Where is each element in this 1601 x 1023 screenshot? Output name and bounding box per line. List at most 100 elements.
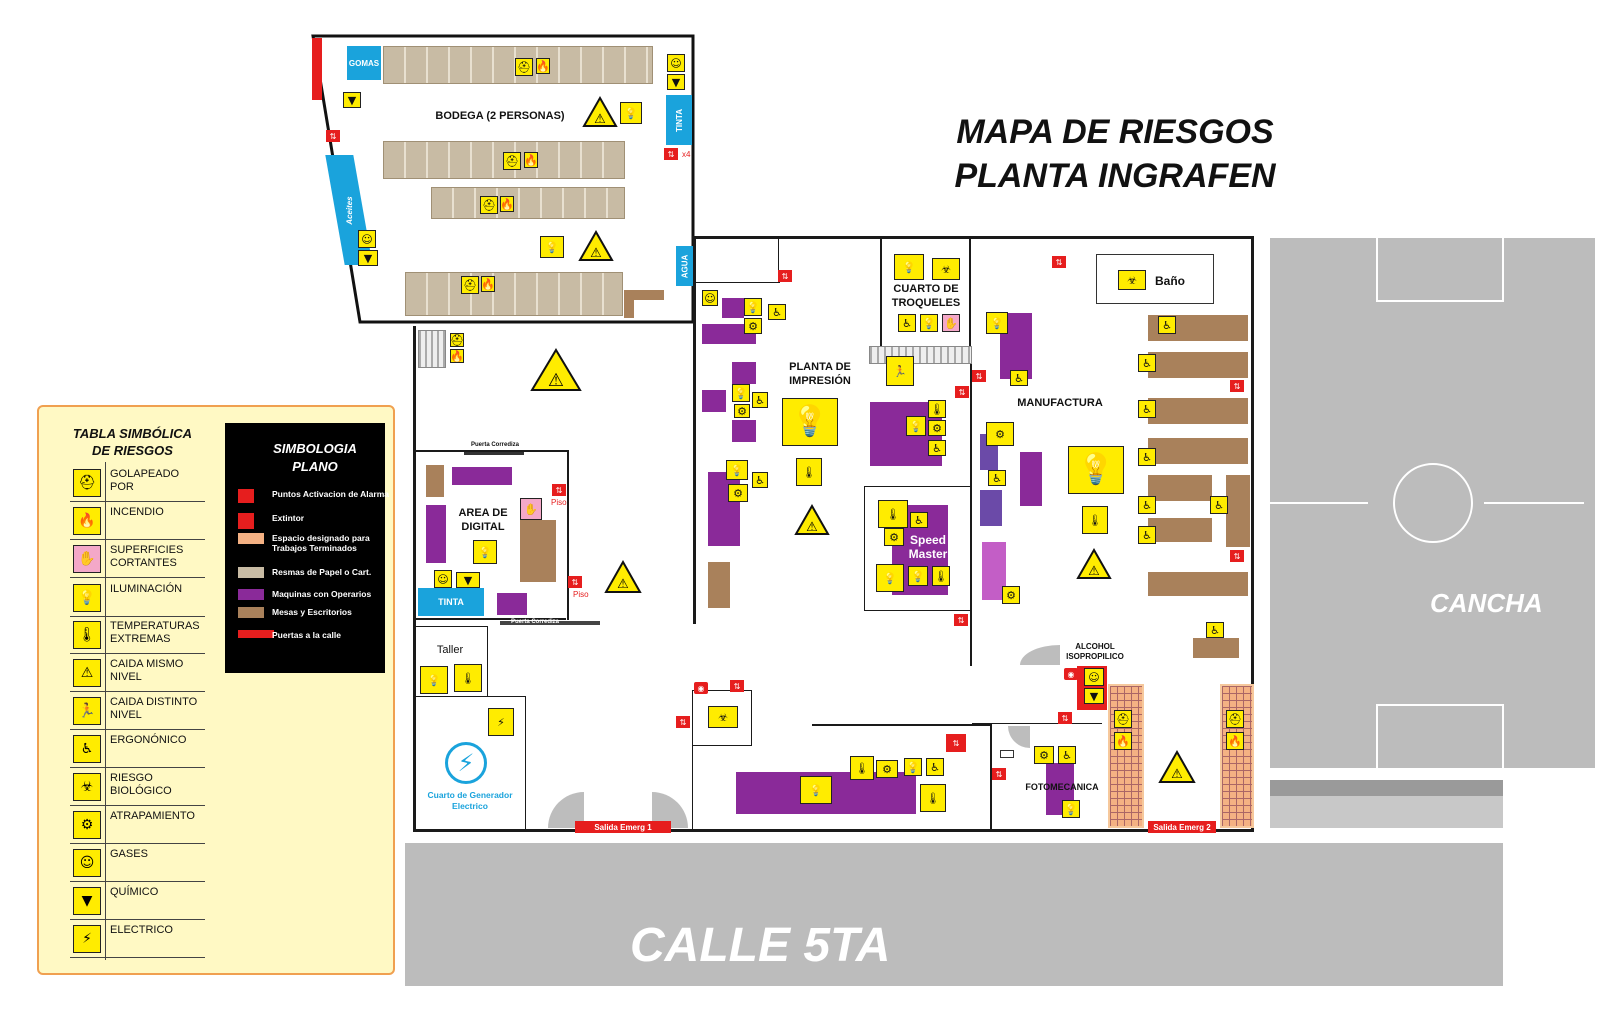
- impresion-machine-3: [732, 362, 756, 384]
- extinguisher-icon: ⇅: [326, 130, 340, 142]
- thermometer-icon: 🌡: [928, 400, 946, 418]
- extinguisher-icon: ⇅: [992, 768, 1006, 780]
- door-arc-3: [1020, 645, 1060, 665]
- helmet-icon: ⛑: [480, 196, 498, 214]
- sliding-door-label-2: Puerta Corrediza: [510, 619, 559, 625]
- ergonomic-icon: ♿: [1010, 370, 1028, 386]
- svg-text:⚠: ⚠: [1171, 767, 1183, 782]
- lightbulb-icon: 💡: [540, 236, 564, 258]
- fire-icon: 🔥: [500, 196, 514, 212]
- gas-mask-icon: ☺: [667, 54, 685, 72]
- extinguisher-icon: ⇅: [1230, 550, 1244, 562]
- planta-impresion-label: PLANTA DE IMPRESIÓN: [789, 361, 851, 387]
- extinguisher-icon: ⇅: [1052, 256, 1066, 268]
- extinguisher-icon: ⇅: [955, 386, 969, 398]
- plan-symbol-label: Resmas de Papel o Cart.: [272, 567, 372, 577]
- manufactura-desk-2: [1148, 352, 1248, 378]
- risk-table-row: ⚠CAIDA MISMO NIVEL: [70, 655, 205, 692]
- impresion-top-box: [696, 282, 780, 283]
- thermometer-icon: 🌡: [850, 756, 874, 780]
- slip-icon: ⚠: [1076, 548, 1112, 579]
- svg-text:⚠: ⚠: [806, 520, 818, 535]
- emergency-exit-2-label: Salida Emerg 2: [1153, 822, 1211, 832]
- alarm-icon: [238, 489, 254, 503]
- slip-icon: ⚠: [604, 560, 642, 593]
- biohazard-icon: ☣: [932, 258, 960, 280]
- slip-icon: ⚠: [794, 504, 830, 535]
- tinta-zone-bodega-label: TINTA: [674, 108, 684, 132]
- risk-table-label: GASES: [110, 848, 148, 860]
- extinguisher-icon: ⇅: [730, 680, 744, 692]
- impresion-machine-2: [722, 298, 744, 318]
- manufactura-desk-9: [1193, 638, 1239, 658]
- aceites-zone-label: Aceites: [344, 195, 354, 225]
- agua-zone-label: AGUA: [680, 254, 690, 278]
- plan-symbol-label: Espacio designado para Trabajos Terminad…: [272, 533, 370, 553]
- svg-text:⚠: ⚠: [548, 370, 564, 391]
- lightning-icon: ⚡: [73, 925, 101, 953]
- risk-table-divider: [105, 462, 106, 960]
- lightbulb-icon: 💡: [906, 416, 926, 436]
- manufactura-desk-7: [1148, 518, 1212, 542]
- bodega-desk-2: [624, 290, 634, 318]
- plant-wall-right: [1251, 236, 1254, 832]
- gears-icon: ⚙: [876, 760, 898, 778]
- desk-swatch: [238, 607, 264, 618]
- fire-icon: 🔥: [524, 152, 538, 168]
- slip-icon: ⚠: [578, 230, 614, 261]
- foto-desk: [1000, 750, 1014, 758]
- paper-shelf-4: [405, 272, 623, 316]
- slip-icon: ⚠: [530, 348, 582, 391]
- lightbulb-icon: 💡: [876, 564, 904, 592]
- bio-room-box: [692, 690, 752, 691]
- manufactura-label: MANUFACTURA: [1017, 397, 1103, 409]
- impresion-desk-1: [708, 562, 730, 608]
- lightbulb-icon: 💡: [986, 312, 1008, 334]
- gas-mask-icon: ☺: [1084, 668, 1104, 686]
- impresion-machine-1: [702, 324, 756, 344]
- emergency-exit-1-label: Salida Emerg 1: [594, 822, 652, 832]
- ergonomic-icon: ♿: [910, 512, 928, 528]
- taller-wall: [416, 626, 488, 627]
- risk-table-row: ⛑GOLAPEADO POR: [70, 465, 205, 502]
- cancha-label: CANCHA: [1430, 588, 1543, 618]
- gears-icon: ⚙: [1034, 746, 1054, 764]
- risk-table-row: ☣RIESGO BIOLÓGICO: [70, 769, 205, 806]
- digital-wall-right: [567, 450, 569, 620]
- risk-table-label: SUPERFICIES CORTANTES: [110, 544, 184, 569]
- manufactura-desk-6: [1226, 475, 1250, 547]
- lightbulb-icon: 💡: [744, 298, 762, 316]
- speed-master-box-left: [864, 486, 865, 611]
- manufactura-desk-4: [1148, 438, 1248, 464]
- bio-room-box-bottom: [692, 745, 752, 746]
- cut-hand-icon: ✋: [73, 545, 101, 573]
- plan-symbol-label: Extintor: [272, 513, 305, 523]
- helmet-icon: ⛑: [1114, 710, 1132, 728]
- risk-table-label: ERGONÓNICO: [110, 734, 187, 746]
- impresion-machine-4: [702, 390, 726, 412]
- gas-mask-icon: ☺: [434, 570, 452, 588]
- svg-text:⚠: ⚠: [594, 112, 606, 127]
- ergonomic-icon: ♿: [1158, 316, 1176, 334]
- risk-table-row: 🌡TEMPERATURAS EXTREMAS: [70, 617, 205, 654]
- risk-table-row: ⚙ATRAPAMIENTO: [70, 807, 205, 844]
- gears-icon: ⚙: [884, 528, 904, 546]
- digital-wall-bottom: [416, 618, 566, 620]
- taller-wall-bottom: [416, 696, 526, 697]
- ergonomic-icon: ♿: [926, 758, 944, 776]
- fall-icon: 🏃: [73, 697, 101, 725]
- extinguisher-icon: ⇅: [552, 484, 566, 496]
- fire-icon: 🔥: [536, 58, 550, 74]
- cut-hand-icon: ✋: [520, 498, 542, 520]
- foto-wall-top: [972, 723, 1102, 724]
- lower-wall: [812, 724, 992, 726]
- ergonomic-icon: ♿: [768, 304, 786, 320]
- funnel-icon: ▼: [667, 74, 685, 90]
- extinguisher-icon: ⇅: [954, 614, 968, 626]
- risk-table-label: ILUMINACIÓN: [110, 583, 183, 595]
- x4-label: x4: [682, 150, 691, 159]
- helmet-icon: ⛑: [461, 276, 479, 294]
- plan-symbol-label: Puntos Activacion de Alarma: [272, 489, 389, 499]
- digital-wall-top: [416, 450, 568, 452]
- bodega-label: BODEGA (2 PERSONAS): [435, 110, 565, 122]
